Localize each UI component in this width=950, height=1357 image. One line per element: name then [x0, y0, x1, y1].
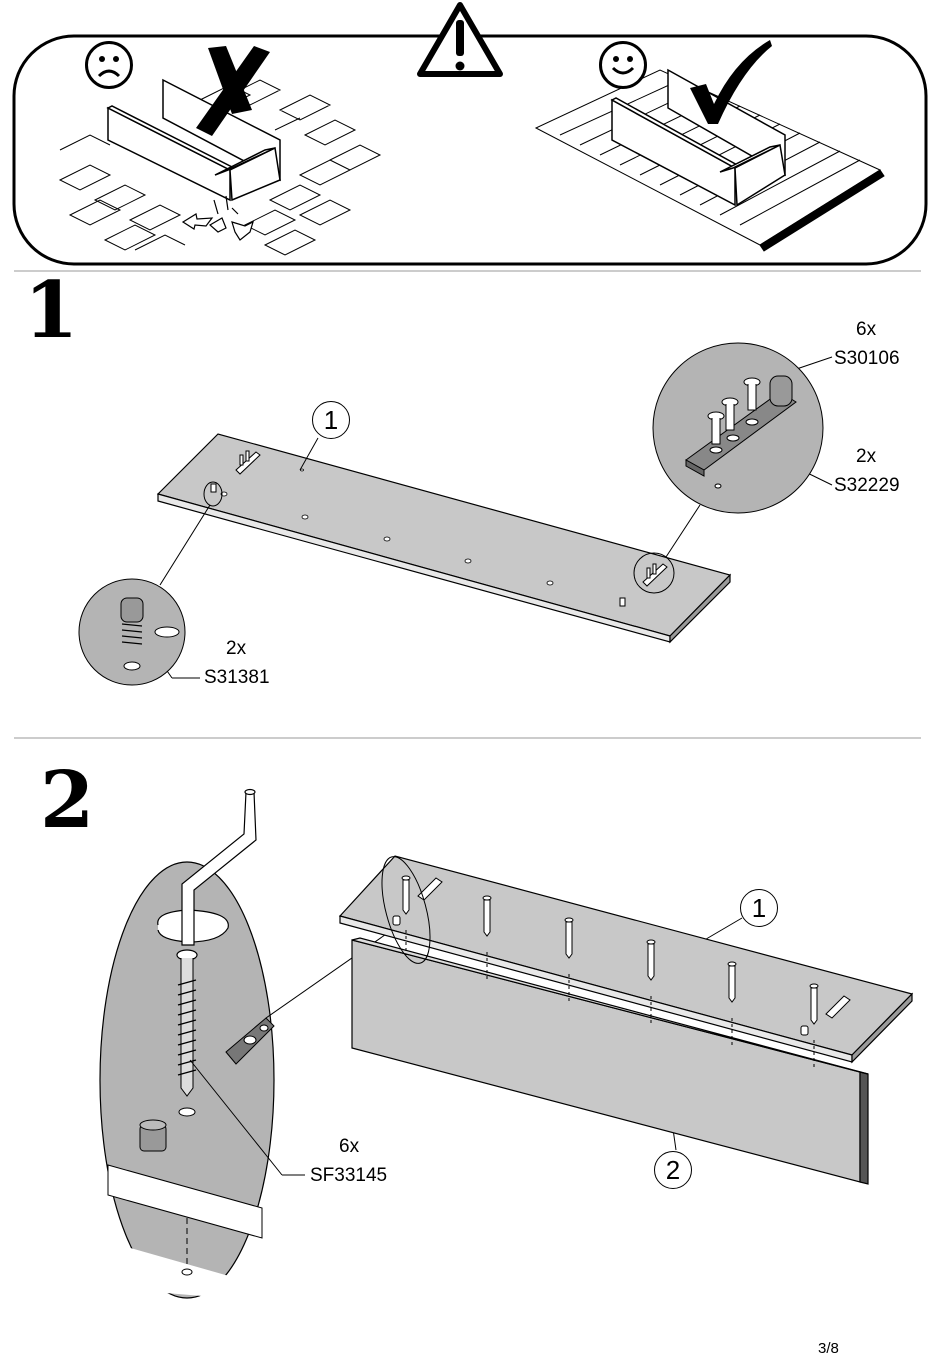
hardware-code: S32229 — [834, 476, 900, 495]
hardware-qty: 2x — [226, 639, 246, 658]
hardware-code: S30106 — [834, 349, 900, 368]
hardware-code: SF33145 — [310, 1166, 387, 1185]
panel-1-label: 1 — [312, 401, 350, 439]
step-2-illustration — [0, 740, 950, 1320]
step-1-illustration — [0, 0, 950, 740]
page-number: 3/8 — [818, 1340, 839, 1357]
detail-pin-callout — [79, 579, 185, 685]
hardware-qty: 6x — [339, 1137, 359, 1156]
panel-1-label: 1 — [740, 889, 778, 927]
panel-2-label: 2 — [654, 1151, 692, 1189]
hardware-qty: 6x — [856, 320, 876, 339]
hardware-qty: 2x — [856, 447, 876, 466]
detail-bracket-callout — [653, 343, 823, 513]
hardware-code: S31381 — [204, 668, 270, 687]
